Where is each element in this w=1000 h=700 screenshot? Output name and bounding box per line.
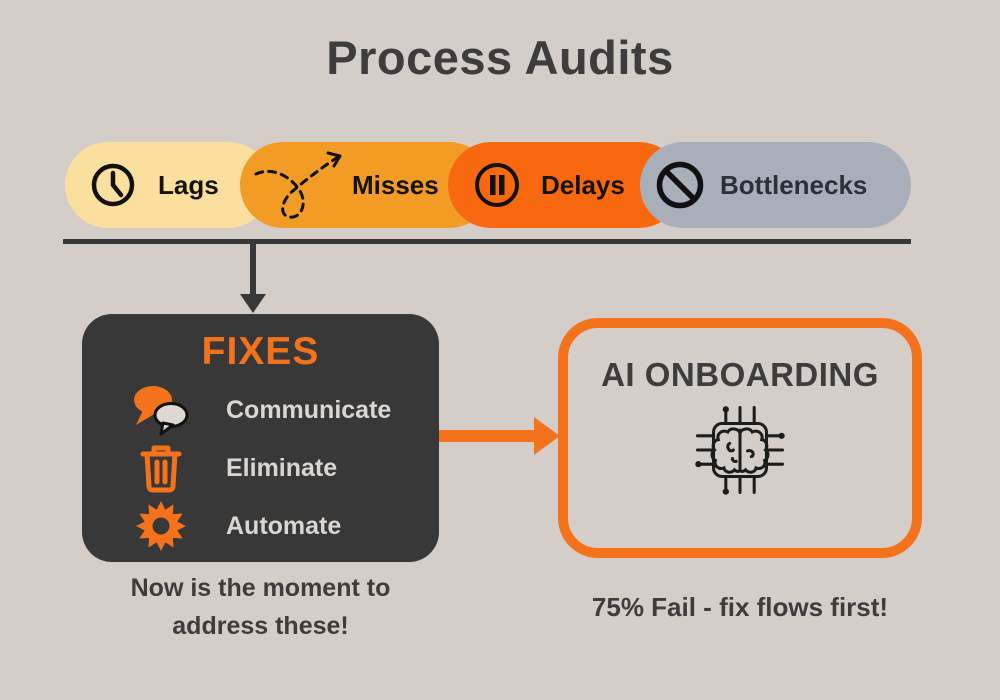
divider-line (63, 239, 911, 244)
fixes-item-label: Communicate (226, 395, 392, 424)
ai-onboarding-title: AI ONBOARDING (601, 356, 879, 393)
list-item: Communicate (132, 384, 439, 436)
gear-icon (132, 500, 190, 552)
pill-bottlenecks-label: Bottlenecks (720, 169, 868, 200)
fixes-list: Communicate Eliminate (82, 384, 439, 552)
fixes-item-label: Automate (226, 511, 342, 540)
right-arrow (439, 430, 536, 442)
pause-icon (475, 163, 519, 207)
fixes-box: FIXES Communicate (82, 314, 439, 562)
fixes-title: FIXES (201, 330, 320, 373)
ai-caption: 75% Fail - fix flows first! (591, 592, 889, 622)
pill-lags-label: Lags (158, 169, 219, 200)
right-arrow-head (534, 417, 560, 455)
fixes-item-label: Eliminate (226, 453, 338, 482)
down-arrow-head (240, 294, 266, 313)
no-entry-icon (656, 161, 704, 209)
pill-lags: Lags (65, 142, 271, 228)
fixes-caption: Now is the moment to address these! (130, 574, 391, 640)
list-item: Automate (132, 500, 439, 552)
pill-misses-label: Misses (352, 169, 439, 200)
pill-misses: Misses (240, 142, 492, 228)
down-arrow (250, 244, 256, 296)
scribble-arrow-icon (254, 151, 342, 219)
page-title: Process Audits (326, 31, 674, 84)
list-item: Eliminate (132, 442, 439, 494)
chip-brain-icon (695, 405, 785, 495)
pill-delays-label: Delays (541, 169, 625, 200)
pill-bottlenecks: Bottlenecks (640, 142, 911, 228)
trash-icon (132, 442, 190, 494)
clock-icon (91, 163, 135, 207)
chat-bubbles-icon (132, 384, 190, 436)
ai-onboarding-box: AI ONBOARDING (558, 318, 922, 558)
